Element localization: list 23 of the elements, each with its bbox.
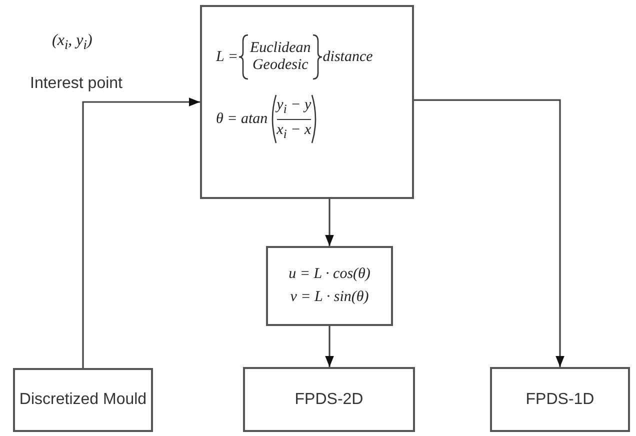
point-label: (x$_{i}$, y$_{i}$) [52, 32, 92, 54]
formula-box [266, 246, 393, 326]
equation-text: y$_{i}$ − y [276, 96, 312, 116]
process-box [13, 368, 153, 432]
arrow [325, 326, 334, 367]
box-label: Discretized Mould [19, 390, 147, 410]
formula-box [200, 5, 414, 199]
process-box [490, 367, 630, 432]
equation-text: L = [216, 48, 238, 66]
caption-label: Interest point [30, 74, 122, 94]
equation-text: Euclidean [250, 40, 311, 57]
equation-text: v = L · sin(θ) [290, 289, 369, 306]
equation-text: Geodesic [252, 57, 308, 74]
box-label: FPDS-2D [294, 390, 364, 410]
arrow [325, 199, 334, 246]
box-label: FPDS-1D [526, 390, 594, 410]
equation-text: u = L · cos(θ) [288, 266, 370, 283]
equation-text: θ = atan [216, 110, 268, 128]
arrow [414, 99, 564, 367]
equation-text: x$_{i}$ − x [276, 122, 312, 142]
equation-text: distance [322, 48, 373, 66]
process-box [243, 367, 415, 432]
arrow [82, 98, 200, 368]
